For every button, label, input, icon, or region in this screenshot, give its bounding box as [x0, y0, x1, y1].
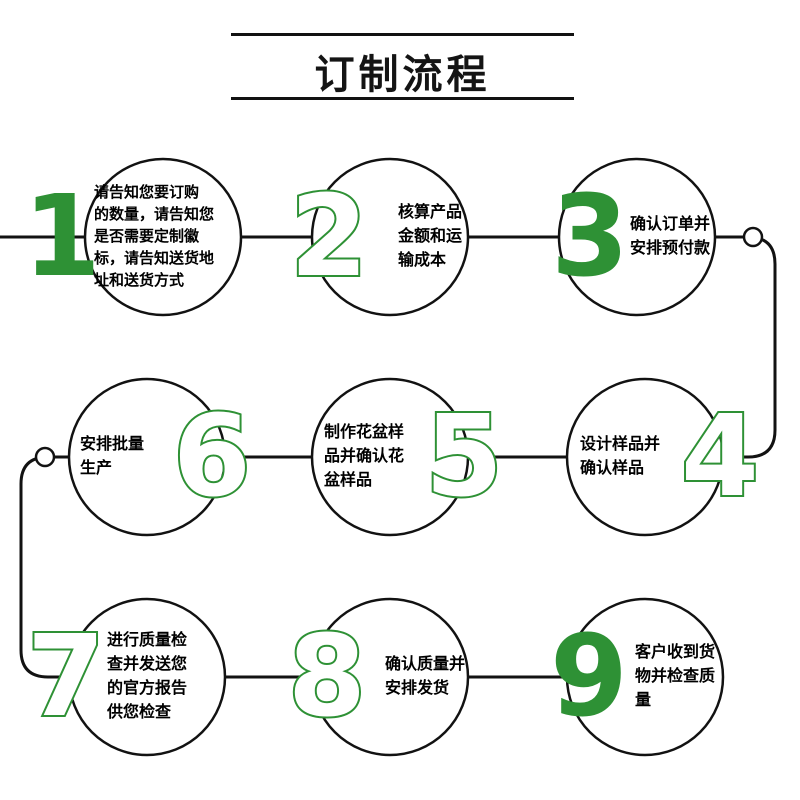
step-8-text: 确认质量并 安排发货 [385, 656, 466, 697]
step-8-number: 8 [286, 612, 368, 742]
step-9-text: 客户收到货 物并检查质 量 [635, 644, 716, 709]
step-3-text: 确认订单并 安排预付款 [630, 216, 711, 257]
step-1-text: 请告知您要订购 的数量，请告知您 是否需要定制徽 标，请告知送货地 址和送货方式 [94, 184, 215, 289]
step-7-number: 7 [25, 612, 107, 742]
step-2-text: 核算产品 金额和运 输成本 [398, 204, 463, 269]
step-4-number: 4 [679, 392, 761, 522]
circle-step-8 [310, 597, 470, 757]
circle-step-6 [67, 377, 227, 537]
node-right-junction [742, 226, 764, 248]
step-6-text: 安排批量 生产 [80, 436, 145, 477]
step-9-number: 9 [550, 612, 628, 742]
circle-step-4 [565, 377, 725, 537]
step-6-number: 6 [171, 392, 253, 522]
circle-step-7 [67, 597, 227, 757]
page-title: 订制流程 [314, 53, 491, 97]
circle-step-5 [310, 377, 470, 537]
circle-step-9 [565, 597, 725, 757]
circle-step-3 [557, 157, 717, 317]
title-rule-bottom [231, 97, 574, 100]
step-2-number: 2 [288, 172, 370, 302]
title-rule-top [231, 33, 574, 36]
circle-step-2 [310, 157, 470, 317]
step-5-number: 5 [423, 392, 505, 522]
step-5-text: 制作花盆样 品并确认花 盆样品 [324, 424, 405, 489]
node-left-junction [34, 446, 56, 468]
circle-step-1 [83, 157, 243, 317]
step-4-text: 设计样品并 确认样品 [580, 436, 661, 477]
step-7-text: 进行质量检 查并发送您 的官方报告 供您检查 [107, 632, 188, 721]
step-3-number: 3 [551, 172, 629, 302]
step-1-number: 1 [23, 172, 101, 302]
